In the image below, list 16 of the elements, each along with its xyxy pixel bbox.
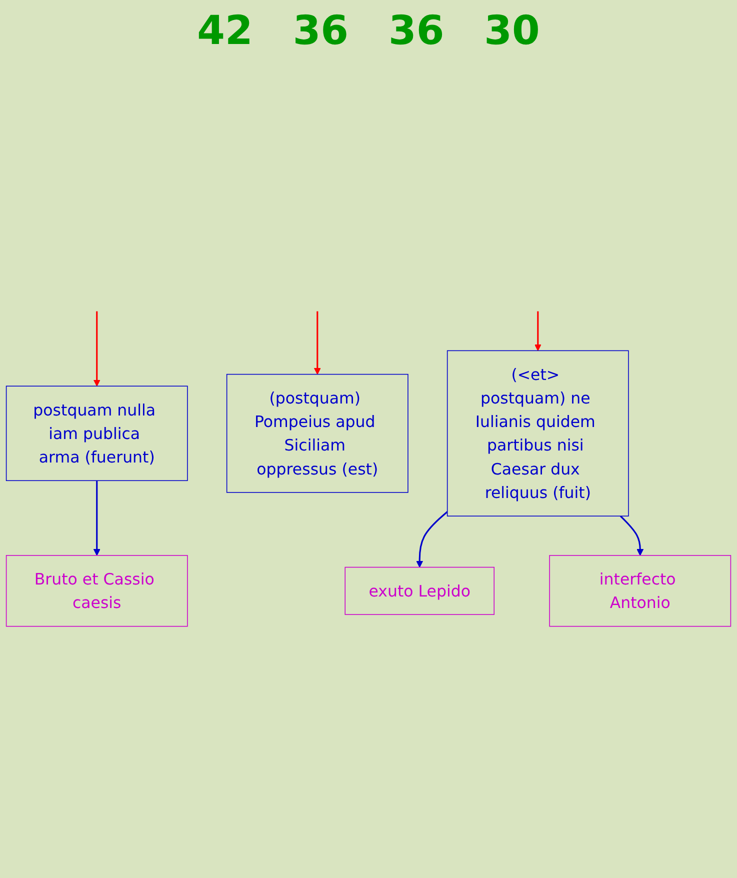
node-box: (<et> postquam) ne Iulianis quidem partibus nisi Caesar dux reliquus (fuit): [446, 350, 629, 516]
line-number: 36: [292, 8, 348, 54]
arrow: [416, 511, 448, 568]
line-number: 30: [484, 8, 540, 54]
node-box: postquam nulla iam publica arma (fuerunt): [6, 386, 188, 482]
line-number: 42: [197, 8, 253, 54]
arrow: [93, 311, 100, 386]
node-box: Bruto et Cassio caesis: [6, 555, 188, 627]
node-box: (postquam) Pompeius apud Siciliam oppressus (est): [226, 374, 408, 493]
line-number: 36: [388, 8, 444, 54]
arrow: [93, 480, 100, 556]
node-box: interfecto Antonio: [549, 555, 732, 627]
arrow: [620, 516, 644, 556]
arrow: [314, 311, 321, 375]
node-box: exuto Lepido: [344, 566, 494, 615]
arrow: [534, 311, 542, 351]
